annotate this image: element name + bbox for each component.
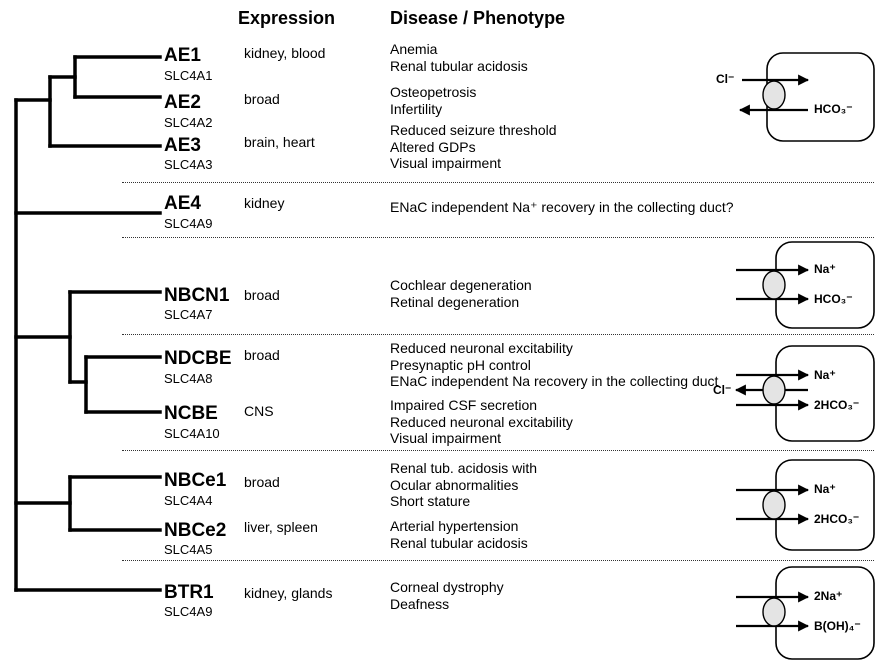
transporter-name-nbcn1: NBCN1 (164, 285, 230, 306)
expression-header: Expression (238, 8, 336, 28)
transporter-protein-icon (762, 270, 786, 300)
gene-symbol-ae3: SLC4A3 (164, 157, 213, 172)
transporter-protein-icon (762, 80, 786, 110)
ion-label-cl: Cl⁻ (716, 72, 735, 86)
transporter-name-ncbe: NCBE (164, 403, 218, 424)
cell-outline (775, 241, 875, 329)
gene-symbol-ncbe: SLC4A10 (164, 426, 220, 441)
ion-label-2na: 2Na⁺ (814, 589, 843, 603)
expression-ncbe: CNS (244, 403, 274, 419)
separator (122, 182, 874, 183)
separator (122, 334, 874, 335)
ion-label-hco3: HCO₃⁻ (814, 102, 853, 116)
ion-label-cl: Cl⁻ (713, 383, 732, 397)
gene-symbol-nbcn1: SLC4A7 (164, 307, 213, 322)
expression-ndcbe: broad (244, 347, 280, 363)
ion-label-boh4: B(OH)₄⁻ (814, 619, 861, 633)
gene-symbol-ae2: SLC4A2 (164, 115, 213, 130)
ion-label-na: Na⁺ (814, 482, 836, 496)
phylogenetic-tree (14, 55, 162, 592)
expression-nbcn1: broad (244, 287, 280, 303)
ion-label-2hco3: 2HCO₃⁻ (814, 398, 860, 412)
expression-ae4: kidney (244, 195, 285, 211)
ion-label-na: Na⁺ (814, 262, 836, 276)
transporter-protein-icon (762, 375, 786, 405)
transporter-protein-icon (762, 490, 786, 520)
expression-nbce1: broad (244, 474, 280, 490)
cell-outline (775, 566, 875, 660)
transporter-name-ae2: AE2 (164, 92, 201, 113)
cell-outline (775, 345, 875, 442)
separator (122, 560, 874, 561)
transporter-name-nbce2: NBCe2 (164, 520, 227, 541)
transporter-name-nbce1: NBCe1 (164, 470, 227, 491)
expression-ae3: brain, heart (244, 134, 315, 150)
transporter-protein-icon (762, 597, 786, 627)
expression-ae2: broad (244, 91, 280, 107)
ion-label-hco3: HCO₃⁻ (814, 292, 853, 306)
expression-btr1: kidney, glands (244, 585, 333, 601)
disease-header: Disease / Phenotype (390, 8, 566, 28)
transporter-name-ae1: AE1 (164, 45, 201, 66)
gene-symbol-nbce1: SLC4A4 (164, 493, 213, 508)
gene-symbol-ae1: SLC4A1 (164, 68, 213, 83)
gene-symbol-btr1: SLC4A9 (164, 604, 213, 619)
gene-symbol-ndcbe: SLC4A8 (164, 371, 213, 386)
expression-nbce2: liver, spleen (244, 519, 318, 535)
gene-symbol-nbce2: SLC4A5 (164, 542, 213, 557)
transporter-name-ndcbe: NDCBE (164, 348, 232, 369)
transporter-name-ae3: AE3 (164, 135, 201, 156)
transporter-name-ae4: AE4 (164, 193, 201, 214)
disease-ae4: ENaC independent Na⁺ recovery in the col… (390, 199, 734, 215)
expression-ae1: kidney, blood (244, 45, 326, 61)
transporter-name-btr1: BTR1 (164, 582, 214, 603)
separator (122, 237, 874, 238)
separator (122, 450, 874, 451)
ion-label-na: Na⁺ (814, 368, 836, 382)
cell-outline (775, 459, 875, 551)
ion-label-2hco3: 2HCO₃⁻ (814, 512, 860, 526)
gene-symbol-ae4: SLC4A9 (164, 216, 213, 231)
